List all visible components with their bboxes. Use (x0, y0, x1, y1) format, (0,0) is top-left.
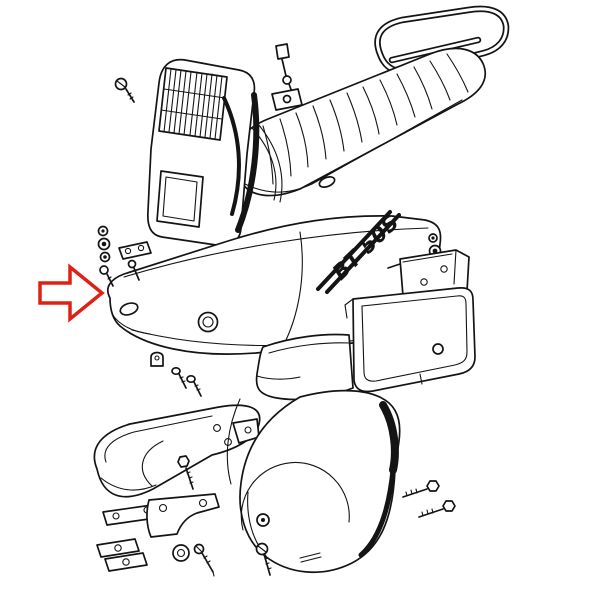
rear-bolts (402, 480, 456, 518)
front-fender (93, 404, 261, 498)
cowl-trim-stripe (235, 92, 260, 233)
cowl-compartment (156, 170, 204, 228)
washer-stack-left (97, 225, 114, 287)
grille (158, 67, 228, 141)
washer-screw-bottom (172, 543, 215, 577)
bottom-bolt (255, 542, 272, 576)
clamp-and-screws (150, 351, 202, 397)
bracket-plates (96, 493, 220, 572)
fender-bolt (177, 455, 194, 490)
air-duct (255, 333, 354, 401)
front-cowl (146, 58, 283, 247)
cable-part (271, 43, 303, 121)
seat-grommet (318, 176, 336, 188)
pointer-arrow (38, 263, 105, 323)
fuel-cap (197, 311, 219, 333)
nose-lamp (119, 302, 139, 316)
underseat-box (344, 287, 476, 393)
top-bolt (114, 77, 135, 103)
fender-stripe (379, 401, 399, 474)
seat (236, 47, 487, 197)
bracket-left (118, 241, 152, 281)
